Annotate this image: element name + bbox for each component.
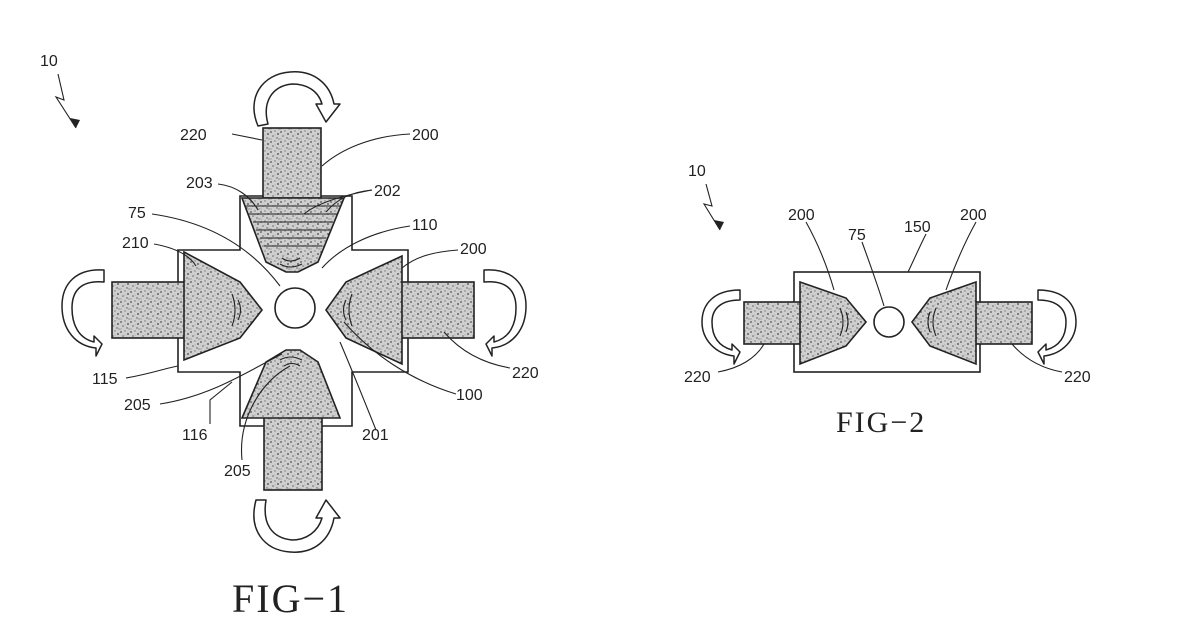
fig2-right-die <box>911 280 977 366</box>
fig1-ref-75: 75 <box>128 205 146 222</box>
fig1-ref-203: 203 <box>186 175 213 192</box>
fig2-ref-75: 75 <box>848 227 866 244</box>
fig2-workpiece <box>873 306 905 338</box>
fig2-rotation-arrow-right <box>1037 289 1077 365</box>
fig2-title: FIG−2 <box>836 406 926 439</box>
fig1-top-shaft <box>262 127 322 199</box>
fig2-ref-10-leader <box>702 183 721 231</box>
fig2-right-shaft <box>971 301 1033 345</box>
fig1-ref-220-top: 220 <box>180 127 207 144</box>
fig2-leaders <box>717 221 1063 373</box>
fig1-ref-220-right: 220 <box>512 365 539 382</box>
fig1-rotation-arrow-right <box>483 269 527 357</box>
fig1-ref-10-leader <box>54 73 77 129</box>
fig1-ref-205-bottom: 205 <box>224 463 251 480</box>
fig1-ref-116: 116 <box>182 427 208 444</box>
fig2-ref-10: 10 <box>688 163 706 180</box>
fig2-left-die-grooves <box>839 307 849 337</box>
fig2-ref-200-left: 200 <box>788 207 815 224</box>
fig1-bottom-shaft <box>263 411 323 491</box>
fig1-right-die-grooves <box>342 293 353 327</box>
fig2-ref-220-right: 220 <box>1064 369 1091 386</box>
fig2-left-shaft <box>743 301 805 345</box>
fig1-bottom-die <box>240 349 342 419</box>
fig1-right-die <box>325 254 403 366</box>
fig1-left-die <box>183 250 264 362</box>
fig2-ref-200-right: 200 <box>960 207 987 224</box>
fig2-ref-10-arrowhead <box>714 220 724 230</box>
fig2-left-die <box>799 280 868 366</box>
fig1-top-die-lines <box>246 205 340 247</box>
fig1-rotation-arrow-bottom <box>253 499 341 553</box>
fig1-rotation-arrow-left <box>61 269 105 357</box>
fig1-ref-201: 201 <box>362 427 389 444</box>
fig1-rotation-arrow-top <box>253 71 341 127</box>
fig1-left-die-grooves <box>231 293 242 327</box>
fig1-leaders <box>125 133 511 461</box>
fig1-ref-200-right: 200 <box>460 241 487 258</box>
fig1-ref-202: 202 <box>374 183 401 200</box>
fig1-ref-200-top: 200 <box>412 127 439 144</box>
fig1-housing <box>177 195 409 427</box>
fig1-right-shaft <box>399 281 475 339</box>
fig2: 10 200 75 150 200 220 220 <box>684 163 1091 439</box>
fig1: 10 <box>40 53 539 621</box>
fig1-workpiece <box>274 287 316 329</box>
fig2-right-die-grooves <box>927 307 937 337</box>
fig1-ref-100: 100 <box>456 387 483 404</box>
fig1-ref-110: 110 <box>412 217 438 234</box>
fig2-ref-150: 150 <box>904 219 931 236</box>
fig1-ref-205-left: 205 <box>124 397 151 414</box>
fig1-ref-210: 210 <box>122 235 149 252</box>
fig1-ref-115: 115 <box>92 371 118 388</box>
fig1-left-shaft <box>111 281 187 339</box>
fig1-ref-10-arrowhead <box>70 118 80 128</box>
fig2-ref-220-left: 220 <box>684 369 711 386</box>
fig1-bottom-die-grooves <box>279 356 303 367</box>
fig2-rotation-arrow-left <box>701 289 741 365</box>
fig1-title: FIG−1 <box>232 576 349 621</box>
fig1-top-die-grooves <box>279 257 303 268</box>
fig1-ref-10: 10 <box>40 53 58 70</box>
